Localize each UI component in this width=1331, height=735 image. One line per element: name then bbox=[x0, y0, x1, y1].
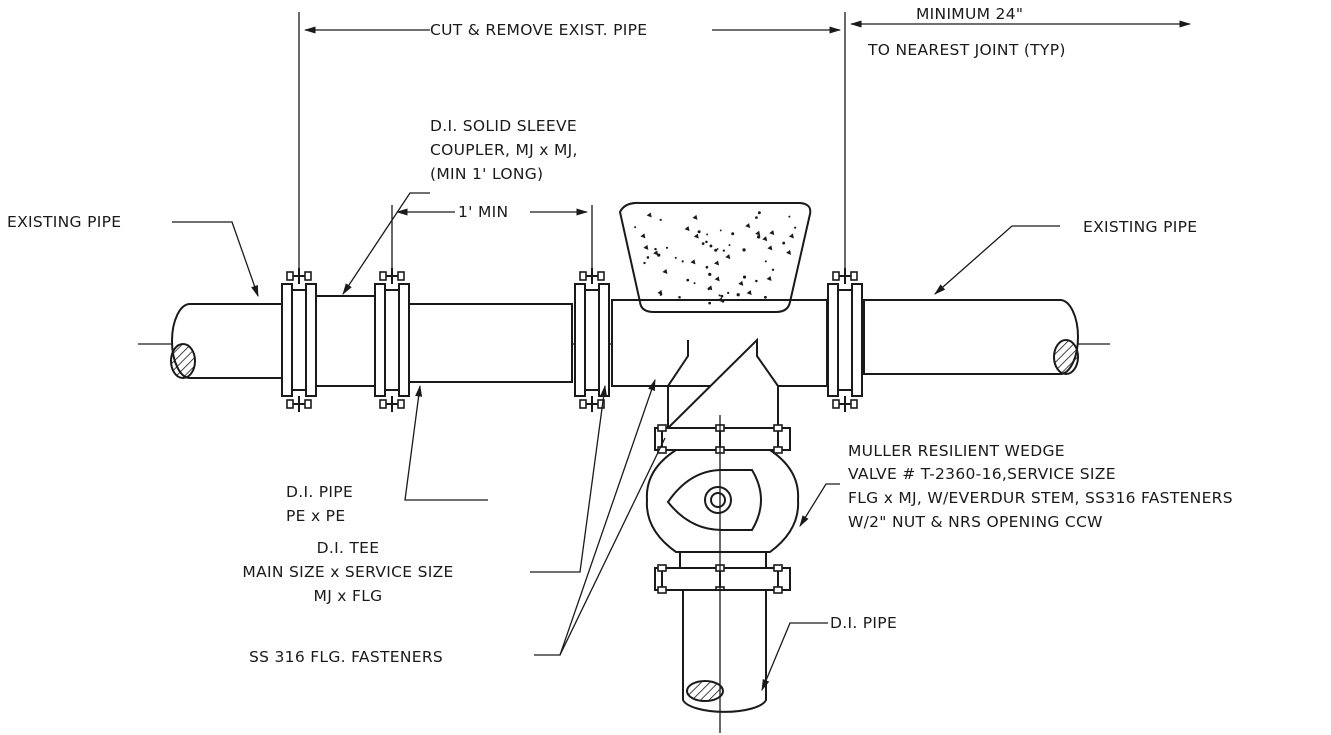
fasteners-label: SS 316 FLG. FASTENERS bbox=[249, 648, 443, 666]
di-pipe-label-2: PE x PE bbox=[286, 507, 345, 525]
tee-label-3: MJ x FLG bbox=[314, 587, 383, 605]
di-pipe-segment bbox=[403, 303, 573, 383]
minimum-24-label: MINIMUM 24" bbox=[916, 5, 1023, 23]
flange-sleeve-left bbox=[281, 268, 317, 412]
existing-pipe-left bbox=[170, 303, 291, 379]
valve-label-3: FLG x MJ, W/EVERDUR STEM, SS316 FASTENER… bbox=[848, 489, 1233, 507]
flange-tee-right bbox=[827, 268, 863, 412]
sleeve-coupler-body bbox=[315, 295, 379, 387]
leader-lines bbox=[172, 192, 1060, 692]
di-pipe-branch-down bbox=[682, 589, 767, 713]
cut-remove-label: CUT & REMOVE EXIST. PIPE bbox=[430, 21, 647, 39]
existing-pipe-right bbox=[863, 299, 1079, 375]
sleeve-coupler-label-2: COUPLER, MJ x MJ, bbox=[430, 141, 578, 159]
valve-label-2: VALVE # T-2360-16,SERVICE SIZE bbox=[848, 465, 1116, 483]
flange-group bbox=[281, 268, 863, 412]
one-ft-min-dimension bbox=[391, 205, 593, 280]
flange-sleeve-right bbox=[374, 268, 410, 412]
valve-label-4: W/2" NUT & NRS OPENING CCW bbox=[848, 513, 1103, 531]
sleeve-coupler-label-1: D.I. SOLID SLEEVE bbox=[430, 117, 577, 135]
cut-remove-dimension bbox=[298, 12, 846, 282]
sleeve-coupler-label-3: (MIN 1' LONG) bbox=[430, 165, 543, 183]
di-pipe-label-1: D.I. PIPE bbox=[286, 483, 353, 501]
existing-pipe-right-label: EXISTING PIPE bbox=[1083, 218, 1197, 236]
one-ft-min-label: 1' MIN bbox=[458, 203, 508, 221]
tee-branch bbox=[665, 337, 779, 429]
to-nearest-joint-label: TO NEAREST JOINT (TYP) bbox=[867, 41, 1066, 59]
existing-pipe-left-label: EXISTING PIPE bbox=[7, 213, 121, 231]
valve-label-1: MULLER RESILIENT WEDGE bbox=[848, 442, 1065, 460]
concrete-thrust-block bbox=[618, 201, 812, 313]
di-pipe-bottom-label: D.I. PIPE bbox=[830, 614, 897, 632]
tee-label-1: D.I. TEE bbox=[317, 539, 380, 557]
tee-label-2: MAIN SIZE x SERVICE SIZE bbox=[242, 563, 453, 581]
